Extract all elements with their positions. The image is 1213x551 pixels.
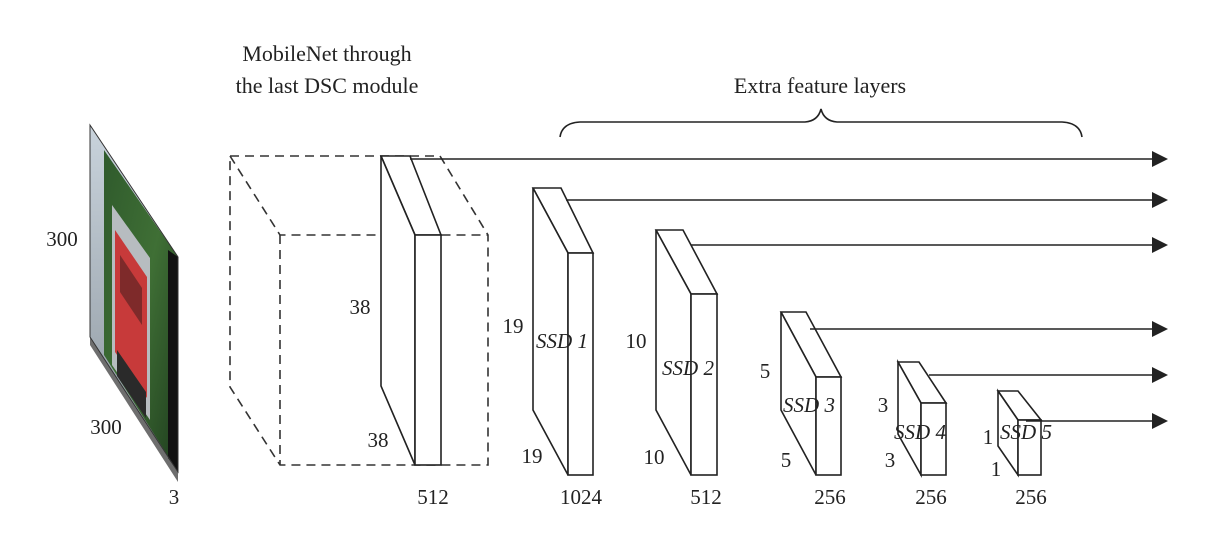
ssd1-channels-label: 1024 xyxy=(560,485,603,509)
ssd3-arrowhead xyxy=(1152,321,1168,337)
mobilenet-caption-line1: MobileNet through xyxy=(242,41,411,66)
input-channels-label: 3 xyxy=(169,485,180,509)
ssd2-label: SSD 2 xyxy=(662,356,714,380)
ssd4-label: SSD 4 xyxy=(894,420,946,444)
ssd3-width-label: 5 xyxy=(781,448,792,472)
extra-feature-layers-caption: Extra feature layers xyxy=(734,73,906,98)
ssd5-label: SSD 5 xyxy=(1000,420,1052,444)
base-channels-label: 512 xyxy=(417,485,449,509)
extra-layers-brace xyxy=(559,108,1083,138)
base-width-label: 38 xyxy=(368,428,389,452)
output-arrows xyxy=(410,151,1168,429)
ssd3-channels-label: 256 xyxy=(814,485,846,509)
ssd1-feature-map xyxy=(531,187,595,476)
ssd1-arrowhead xyxy=(1152,192,1168,208)
base-height-label: 38 xyxy=(350,295,371,319)
ssd3-label: SSD 3 xyxy=(783,393,835,417)
input-height-label: 300 xyxy=(46,227,78,251)
input-image xyxy=(89,123,179,482)
ssd3-height-label: 5 xyxy=(760,359,771,383)
ssd4-height-label: 3 xyxy=(878,393,889,417)
ssd1-label: SSD 1 xyxy=(536,329,588,353)
ssd1-height-label: 19 xyxy=(503,314,524,338)
ssd2-feature-map xyxy=(654,229,719,476)
ssd2-arrowhead xyxy=(1152,237,1168,253)
ssd5-arrowhead xyxy=(1152,413,1168,429)
ssd2-width-label: 10 xyxy=(644,445,665,469)
ssd4-channels-label: 256 xyxy=(915,485,947,509)
ssd5-channels-label: 256 xyxy=(1015,485,1047,509)
ssd3-feature-map xyxy=(779,311,843,476)
ssd2-height-label: 10 xyxy=(626,329,647,353)
ssd4-feature-map xyxy=(896,358,948,479)
ssd5-width-label: 1 xyxy=(991,457,1002,481)
ssd5-feature-map xyxy=(996,388,1043,478)
input-width-label: 300 xyxy=(90,415,122,439)
ssd5-height-label: 1 xyxy=(983,425,994,449)
ssd4-arrowhead xyxy=(1152,367,1168,383)
ssd1-width-label: 19 xyxy=(522,444,543,468)
base-arrowhead xyxy=(1152,151,1168,167)
base-feature-map xyxy=(379,155,443,466)
mobilenet-caption-line2: the last DSC module xyxy=(236,73,419,98)
ssd2-channels-label: 512 xyxy=(690,485,722,509)
ssd4-width-label: 3 xyxy=(885,448,896,472)
